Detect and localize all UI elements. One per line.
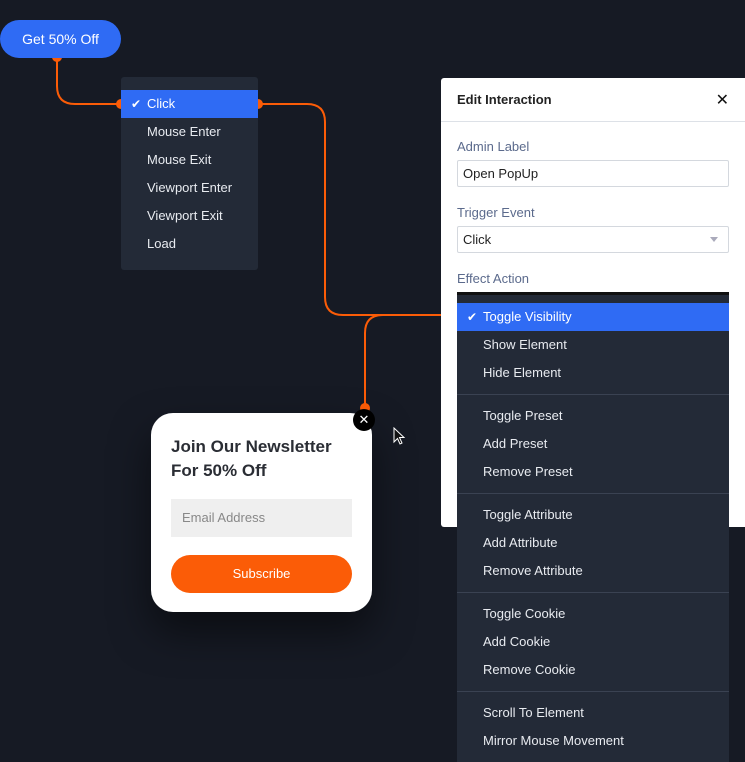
- menu-item-label: Viewport Enter: [147, 180, 233, 195]
- menu-item-label: Mouse Exit: [147, 152, 212, 167]
- divider: [457, 394, 729, 395]
- subscribe-button[interactable]: Subscribe: [171, 555, 352, 593]
- newsletter-popup: Join Our Newsletter For 50% Off Email Ad…: [151, 413, 372, 612]
- trigger-event-value: Click: [463, 232, 492, 247]
- get-offer-button[interactable]: Get 50% Off: [0, 20, 121, 58]
- email-input[interactable]: Email Address: [171, 499, 352, 537]
- menu-item[interactable]: Remove Attribute: [457, 557, 729, 585]
- menu-item[interactable]: Remove Cookie: [457, 656, 729, 684]
- menu-item[interactable]: Add Preset: [457, 430, 729, 458]
- admin-label-label: Admin Label: [457, 139, 530, 154]
- trigger-event-select[interactable]: Click: [457, 226, 729, 253]
- menu-item-label: Remove Cookie: [483, 662, 576, 677]
- menu-item-label: Mirror Mouse Movement: [483, 733, 624, 748]
- check-icon: ✔: [467, 310, 478, 324]
- menu-item-label: Mouse Enter: [147, 124, 221, 139]
- menu-item[interactable]: Add Attribute: [457, 529, 729, 557]
- popup-title: Join Our Newsletter For 50% Off: [171, 437, 332, 480]
- check-icon: ✔: [131, 97, 142, 111]
- trigger-event-label: Trigger Event: [457, 205, 535, 220]
- effect-action-label: Effect Action: [457, 271, 530, 286]
- menu-item-label: Show Element: [483, 337, 567, 352]
- divider: [457, 493, 729, 494]
- menu-item[interactable]: Toggle Attribute: [457, 501, 729, 529]
- menu-item[interactable]: Mouse Exit: [121, 146, 258, 174]
- menu-item[interactable]: Scroll To Element: [457, 699, 729, 727]
- menu-item[interactable]: Add Cookie: [457, 628, 729, 656]
- menu-item[interactable]: Remove Preset: [457, 458, 729, 486]
- menu-item-label: Hide Element: [483, 365, 562, 380]
- menu-item-label: Remove Attribute: [483, 563, 583, 578]
- menu-item-label: Toggle Attribute: [483, 507, 573, 522]
- menu-item[interactable]: Toggle Preset: [457, 402, 729, 430]
- panel-title: Edit Interaction: [457, 92, 552, 107]
- menu-item-label: Viewport Exit: [147, 208, 223, 223]
- chevron-down-icon: [710, 237, 718, 242]
- menu-item[interactable]: Toggle Cookie: [457, 600, 729, 628]
- popup-close-icon[interactable]: ✕: [353, 409, 375, 431]
- menu-item[interactable]: ✔ Toggle Visibility: [457, 303, 729, 331]
- menu-item-label: Remove Preset: [483, 464, 573, 479]
- mouse-cursor-icon: [393, 427, 406, 445]
- menu-item[interactable]: Viewport Enter: [121, 174, 258, 202]
- menu-item[interactable]: Show Element: [457, 331, 729, 359]
- menu-item[interactable]: Hide Element: [457, 359, 729, 387]
- admin-label-input[interactable]: Open PopUp: [457, 160, 729, 187]
- menu-item[interactable]: Viewport Exit: [121, 202, 258, 230]
- menu-item-label: Click: [147, 96, 176, 111]
- menu-item-label: Toggle Visibility: [483, 309, 572, 324]
- close-icon[interactable]: ✕: [715, 91, 729, 109]
- menu-item-label: Load: [147, 236, 176, 251]
- menu-item[interactable]: Load: [121, 230, 258, 258]
- menu-item[interactable]: ✔ Click: [121, 90, 258, 118]
- menu-item[interactable]: Mouse Enter: [121, 118, 258, 146]
- divider: [457, 592, 729, 593]
- menu-item-label: Add Cookie: [483, 634, 551, 649]
- menu-item-label: Add Preset: [483, 436, 548, 451]
- menu-item-label: Add Attribute: [483, 535, 558, 550]
- divider: [457, 691, 729, 692]
- menu-item-label: Toggle Cookie: [483, 606, 566, 621]
- menu-item[interactable]: Mirror Mouse Movement: [457, 727, 729, 755]
- menu-item-label: Toggle Preset: [483, 408, 563, 423]
- menu-item-label: Scroll To Element: [483, 705, 584, 720]
